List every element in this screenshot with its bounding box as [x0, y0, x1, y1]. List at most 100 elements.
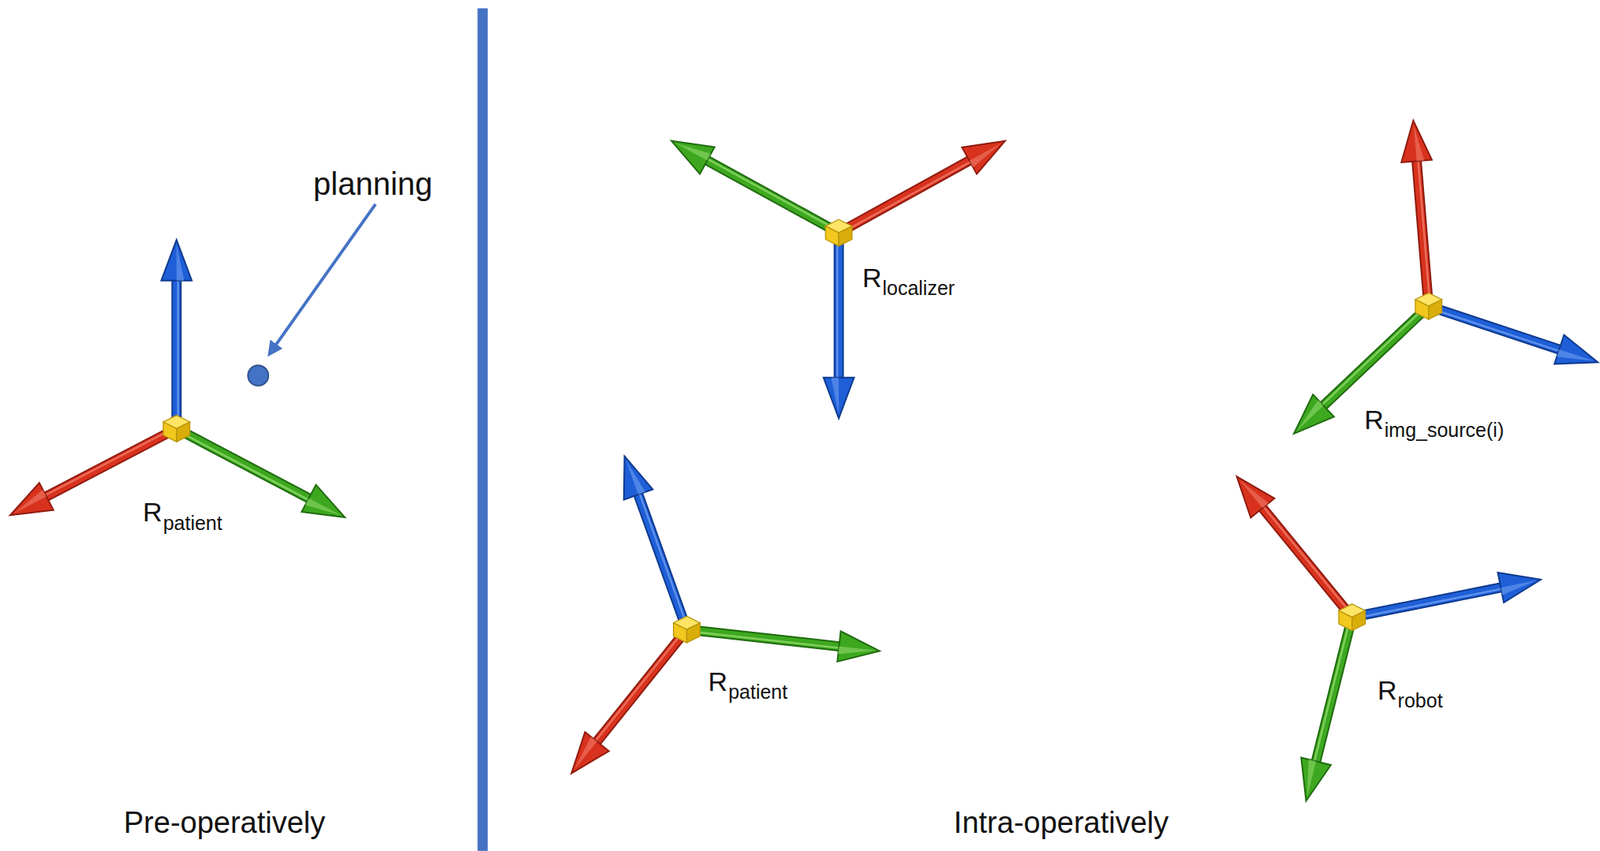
axis-shaft [686, 629, 839, 647]
axis-arrowhead [1237, 476, 1275, 518]
frame-subscript: patient [728, 682, 788, 703]
axis-arrowhead-shine [1297, 400, 1324, 431]
callout-label: planning [313, 168, 433, 200]
axis-shaft [1262, 508, 1352, 617]
coordinate-frame [571, 456, 880, 774]
axis-arrowhead [301, 485, 345, 518]
axis-shaft [706, 160, 839, 234]
axis-highlight [595, 628, 686, 741]
frame-symbol: R [142, 498, 163, 526]
origin-cube [1415, 299, 1429, 320]
origin-cube [163, 422, 177, 442]
axis-shaft [1323, 306, 1429, 406]
frame-subscript: localizer [882, 278, 955, 299]
axis-arrowhead [823, 377, 855, 419]
origin-cube [176, 422, 191, 442]
axis-arrowhead-shine [14, 489, 47, 514]
axis-highlight [175, 429, 309, 500]
frame-symbol: R [862, 264, 883, 292]
axis-highlight [1263, 507, 1354, 617]
axis-highlight [1314, 616, 1351, 762]
axis-shaft [1262, 508, 1352, 617]
axis-shaft [597, 629, 688, 742]
axis-arrowhead-shine [830, 377, 839, 415]
axis-highlight [639, 493, 688, 629]
axis-shaft [838, 160, 970, 233]
axis-highlight [839, 161, 971, 234]
axis-shaft [835, 232, 843, 378]
axis-shaft [1352, 587, 1502, 618]
frame-symbol: R [1377, 676, 1398, 704]
origin-cube [1428, 299, 1443, 320]
axis-shaft [1428, 306, 1560, 350]
axis-arrowhead [1293, 394, 1335, 434]
divider-bar [477, 8, 488, 851]
origin-cube [838, 226, 853, 247]
axis-shaft [176, 428, 310, 498]
axis-highlight [836, 232, 839, 378]
axis-arrowhead-shine [675, 142, 711, 161]
axis-arrowhead [624, 456, 654, 500]
axis-shaft [597, 629, 688, 742]
axis-arrowhead [571, 732, 609, 774]
axis-arrowhead [1401, 120, 1432, 163]
coordinate-frame [1293, 120, 1598, 434]
axis-arrowhead-shine [625, 459, 646, 495]
axis-arrowhead-shine [1500, 580, 1537, 596]
axis-shaft [176, 428, 310, 498]
planning-point [247, 365, 269, 386]
axis-arrowhead [961, 141, 1006, 175]
axis-arrowhead [671, 141, 715, 175]
axis-shaft [46, 428, 177, 497]
frame-subscript: patient [163, 513, 223, 534]
axis-shaft [638, 494, 687, 630]
axis-arrowhead [10, 482, 54, 516]
axis-highlight [1352, 589, 1502, 620]
axis-shaft [1416, 160, 1429, 307]
axis-shaft [1315, 617, 1353, 763]
axis-shaft [686, 629, 839, 647]
origin-cube [673, 623, 688, 643]
axis-arrowhead [1554, 335, 1598, 365]
axis-arrowhead-shine [1413, 124, 1425, 161]
axis-arrowhead-shine [1239, 479, 1269, 509]
axis-arrowhead-shine [837, 646, 875, 655]
axis-arrowhead-shine [969, 142, 1002, 168]
axis-shaft [1428, 306, 1560, 350]
axis-arrowhead-shine [1307, 759, 1316, 798]
axis-shaft [838, 160, 970, 233]
origin-cube [686, 623, 700, 643]
axis-arrowhead-shine [176, 243, 185, 281]
axis-highlight [1428, 307, 1559, 352]
axis-arrowhead-shine [1556, 349, 1594, 362]
axis-shaft [833, 232, 845, 378]
section-caption: Pre-operatively [123, 807, 326, 838]
axis-highlight [707, 159, 840, 232]
axis-shaft [706, 160, 839, 234]
origin-cube [1338, 610, 1353, 631]
axis-shaft [1416, 160, 1429, 307]
frame-subscript: img_source(i) [1384, 420, 1504, 441]
axis-highlight [686, 631, 839, 648]
axis-shaft [46, 428, 177, 497]
coordinate-frame [10, 239, 345, 518]
axis-arrowhead [1497, 572, 1541, 603]
frame-subscript: robot [1398, 691, 1443, 711]
coordinate-frame [1237, 476, 1541, 801]
frame-symbol: R [708, 668, 729, 696]
axis-shaft [1315, 617, 1353, 763]
axis-shaft [172, 280, 180, 430]
axis-highlight [1417, 160, 1430, 307]
frame-symbol: R [1364, 406, 1384, 434]
axis-highlight [1322, 305, 1428, 405]
axis-arrowhead [837, 631, 880, 662]
axis-shaft [171, 280, 182, 430]
origin-cube [1352, 610, 1366, 631]
coordinate-frame [671, 141, 1006, 419]
axis-arrowhead [160, 239, 192, 281]
section-caption: Intra-operatively [953, 807, 1169, 838]
axis-arrowhead-shine [574, 736, 598, 771]
axis-arrowhead [1300, 758, 1331, 802]
